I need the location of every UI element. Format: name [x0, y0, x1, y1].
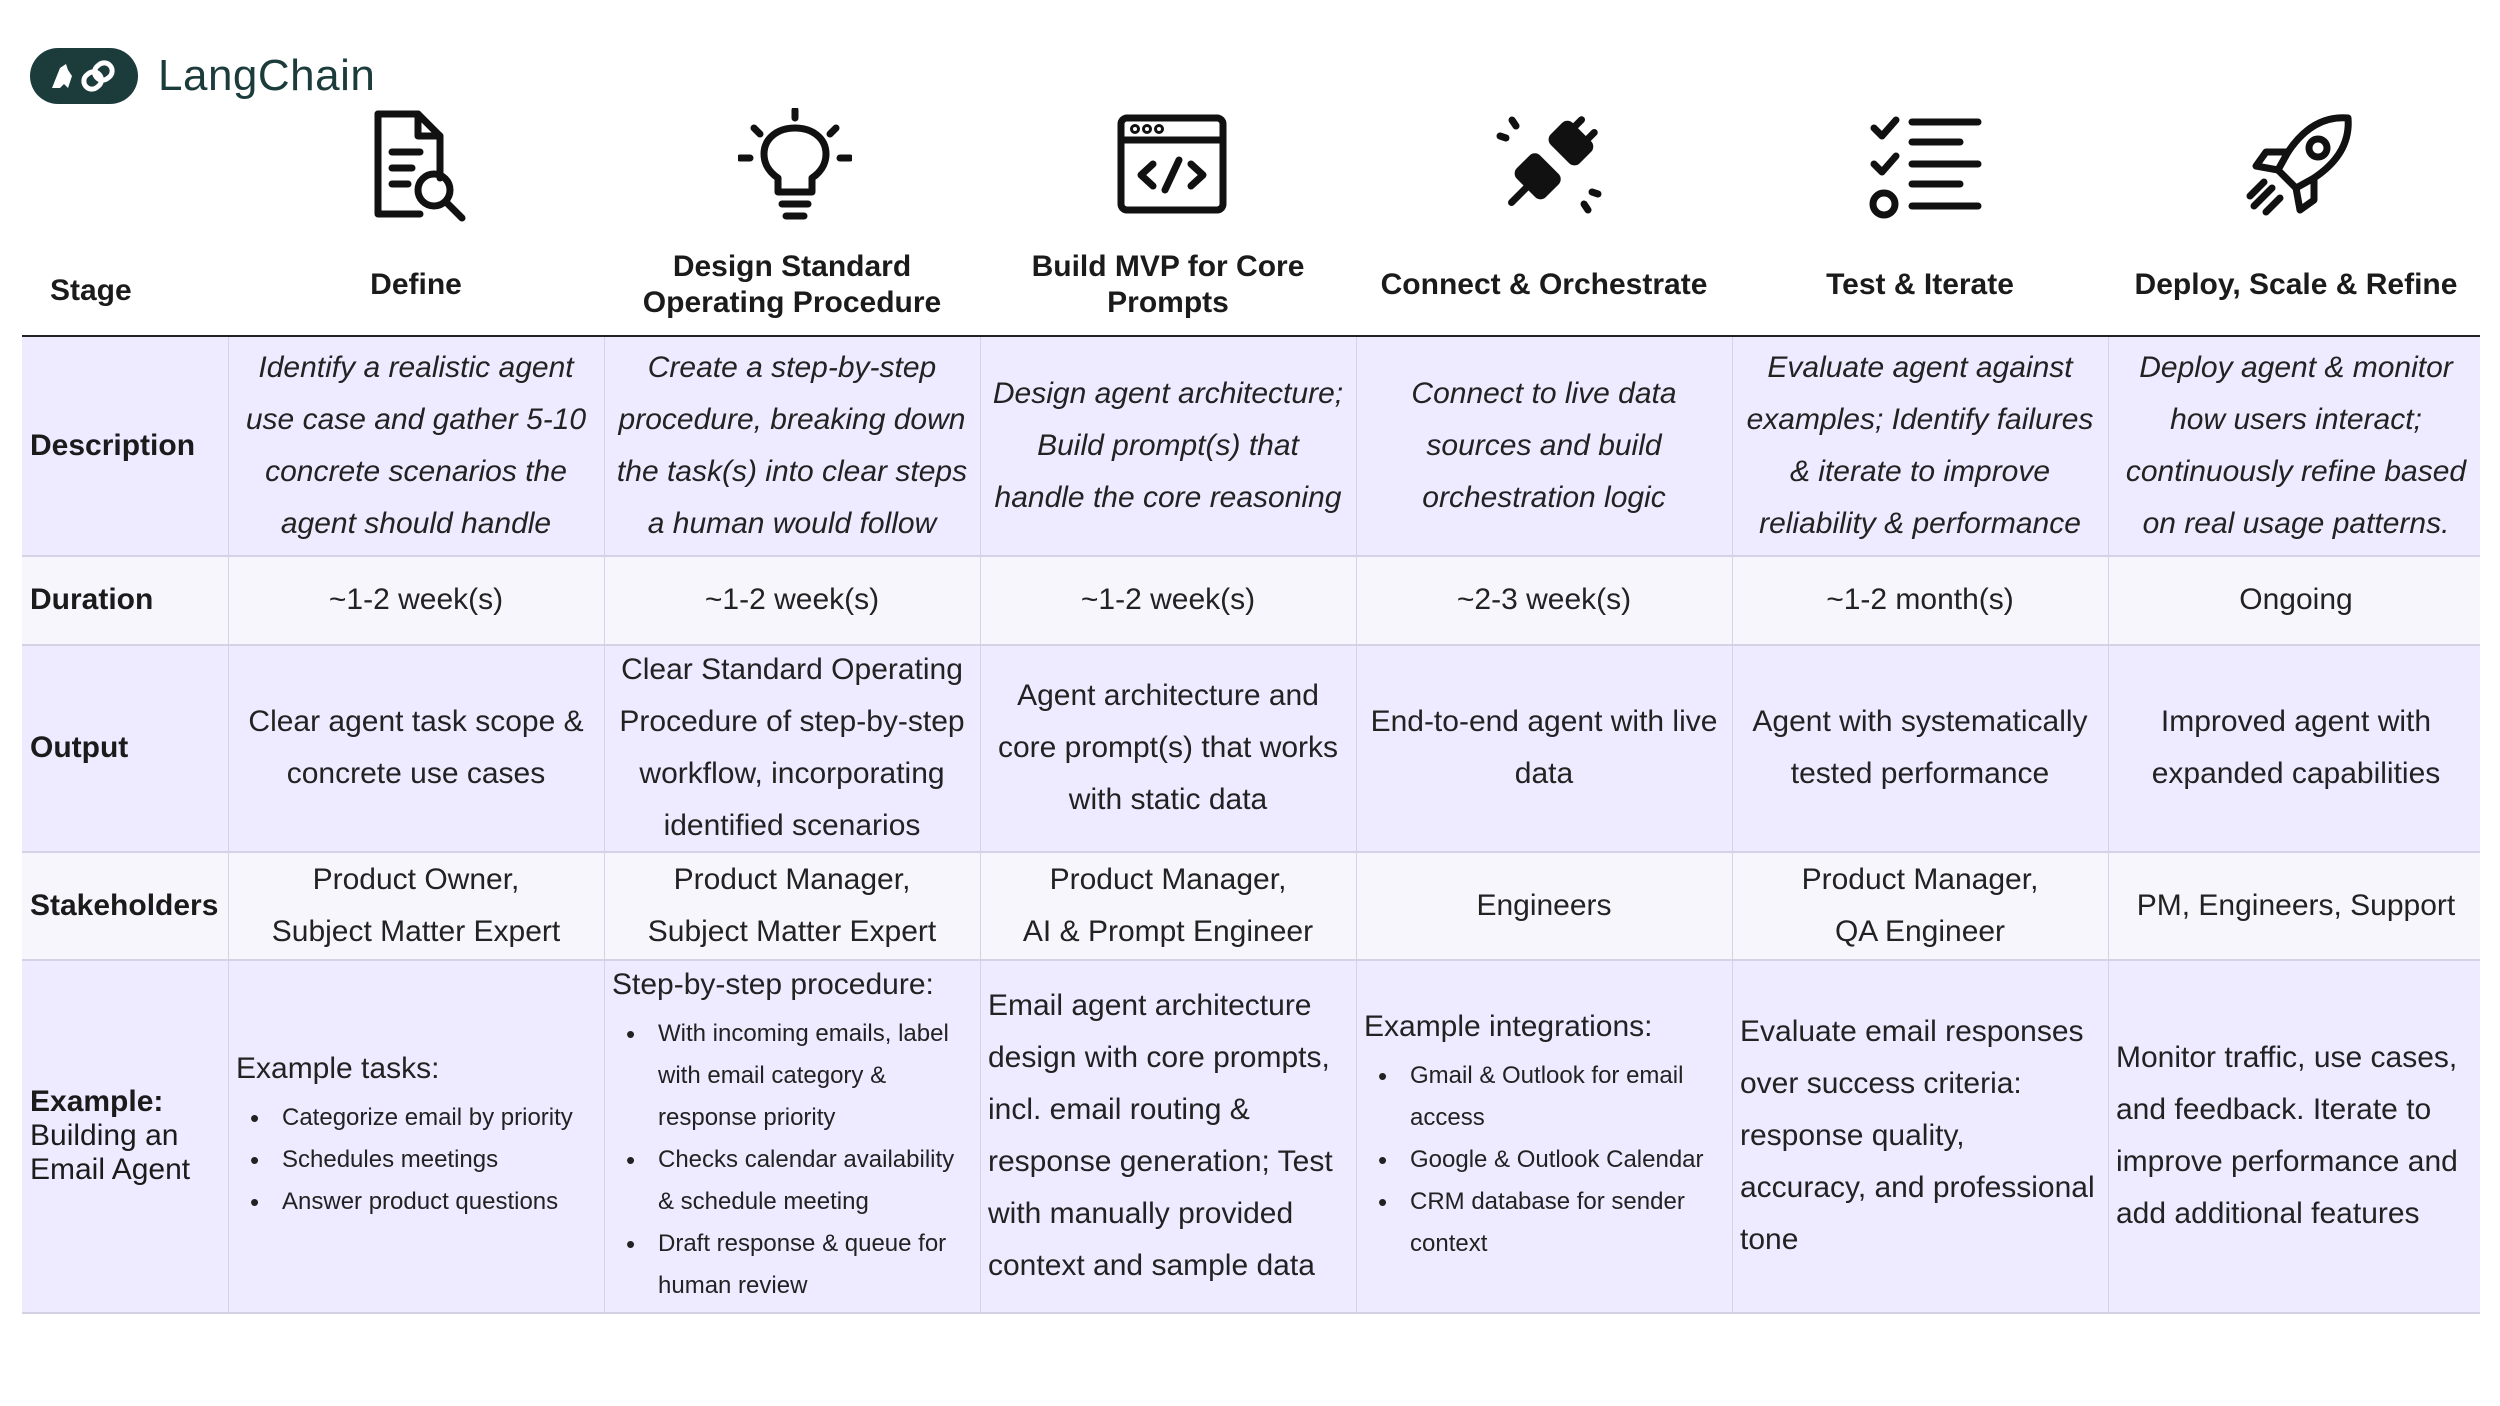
row-divider	[22, 555, 2480, 557]
column-header-define: Define	[370, 268, 462, 301]
column-header-connect: Connect & Orchestrate	[1380, 268, 1708, 301]
row-divider	[22, 1312, 2480, 1314]
output-define: Clear agent task scope & concrete use ca…	[248, 705, 584, 790]
column-header-test: Test & Iterate	[1826, 268, 2014, 301]
example-build-mvp: Email agent architecture design with cor…	[988, 989, 1333, 1282]
document-search-icon	[358, 108, 472, 222]
row-description-bg	[22, 337, 2480, 555]
row-label-output: Output	[30, 731, 129, 764]
row-divider	[22, 644, 2480, 646]
checklist-icon	[1868, 108, 1982, 222]
rocket-icon	[2244, 108, 2358, 222]
column-header-deploy: Deploy, Scale & Refine	[2134, 268, 2458, 301]
column-header-build-mvp: Build MVP for Core Prompts	[1031, 250, 1305, 319]
code-window-icon	[1115, 108, 1229, 222]
example-define: Example tasks: Categorize email by prior…	[236, 960, 598, 1312]
list-item: Checks calendar availability & schedule …	[612, 1139, 974, 1223]
stakeholders-deploy: PM, Engineers, Support	[2136, 888, 2456, 922]
row-stakeholders-bg	[22, 852, 2480, 959]
list-item: Draft response & queue for human review	[612, 1223, 974, 1307]
column-divider	[980, 337, 981, 1313]
integration-list: Gmail & Outlook for email access Google …	[1364, 1055, 1726, 1265]
duration-connect: ~2-3 week(s)	[1456, 583, 1632, 616]
row-duration-bg	[22, 556, 2480, 644]
langchain-logo: LangChain	[30, 48, 375, 104]
description-build-mvp: Design agent architecture; Build prompt(…	[992, 377, 1344, 514]
procedure-list: With incoming emails, label with email c…	[612, 1013, 974, 1307]
duration-define: ~1-2 week(s)	[328, 583, 504, 616]
description-connect: Connect to live data sources and build o…	[1411, 377, 1677, 514]
list-item: Gmail & Outlook for email access	[1364, 1055, 1726, 1139]
list-item: With incoming emails, label with email c…	[612, 1013, 974, 1139]
list-item: Categorize email by priority	[236, 1097, 598, 1139]
example-deploy: Monitor traffic, use cases, and feedback…	[2116, 1041, 2458, 1230]
header-divider	[22, 335, 2480, 337]
stage-header-label: Stage	[50, 274, 132, 307]
list-item: CRM database for sender context	[1364, 1181, 1726, 1265]
stakeholders-design-sop: Product Manager, Subject Matter Expert	[647, 862, 937, 948]
row-output-bg	[22, 645, 2480, 851]
output-connect: End-to-end agent with live data	[1370, 705, 1718, 790]
example-connect: Example integrations: Gmail & Outlook fo…	[1364, 960, 1726, 1312]
row-label-stakeholders: Stakeholders	[30, 888, 219, 922]
column-divider	[228, 337, 229, 1313]
column-divider	[1732, 337, 1733, 1313]
description-define: Identify a realistic agent use case and …	[245, 351, 587, 540]
row-label-description: Description	[30, 429, 196, 462]
list-item: Google & Outlook Calendar	[1364, 1139, 1726, 1181]
example-test: Evaluate email responses over success cr…	[1740, 1015, 2095, 1256]
column-divider	[1356, 337, 1357, 1313]
column-divider	[604, 337, 605, 1313]
duration-design-sop: ~1-2 week(s)	[704, 583, 880, 616]
column-header-design-sop: Design Standard Operating Procedure	[642, 250, 942, 319]
row-divider	[22, 959, 2480, 961]
description-design-sop: Create a step-by-step procedure, breakin…	[616, 351, 968, 540]
lightbulb-icon	[736, 106, 854, 222]
stakeholders-connect: Engineers	[1476, 888, 1612, 922]
stakeholders-define: Product Owner, Subject Matter Expert	[271, 862, 561, 948]
plug-connect-icon	[1492, 108, 1606, 222]
description-test: Evaluate agent against examples; Identif…	[1746, 351, 2094, 540]
output-design-sop: Clear Standard Operating Procedure of st…	[619, 653, 965, 842]
example-design-sop: Step-by-step procedure: With incoming em…	[612, 960, 974, 1312]
duration-deploy: Ongoing	[2239, 583, 2353, 616]
output-test: Agent with systematically tested perform…	[1752, 705, 2088, 790]
list-item: Answer product questions	[236, 1181, 598, 1223]
example-task-list: Categorize email by priority Schedules m…	[236, 1097, 598, 1223]
duration-build-mvp: ~1-2 week(s)	[1080, 583, 1256, 616]
brand-name: LangChain	[158, 51, 376, 100]
output-deploy: Improved agent with expanded capabilitie…	[2151, 705, 2441, 790]
row-divider	[22, 851, 2480, 853]
duration-test: ~1-2 month(s)	[1826, 583, 2014, 616]
description-deploy: Deploy agent & monitor how users interac…	[2125, 351, 2467, 540]
list-item: Schedules meetings	[236, 1139, 598, 1181]
stakeholders-test: Product Manager, QA Engineer	[1801, 862, 2039, 948]
parrot-link-icon	[30, 48, 138, 104]
output-build-mvp: Agent architecture and core prompt(s) th…	[997, 679, 1339, 816]
column-divider	[2108, 337, 2109, 1313]
row-label-duration: Duration	[30, 583, 154, 616]
row-label-example: Example: Building an Email Agent	[30, 1085, 191, 1186]
stakeholders-build-mvp: Product Manager, AI & Prompt Engineer	[1022, 862, 1314, 948]
